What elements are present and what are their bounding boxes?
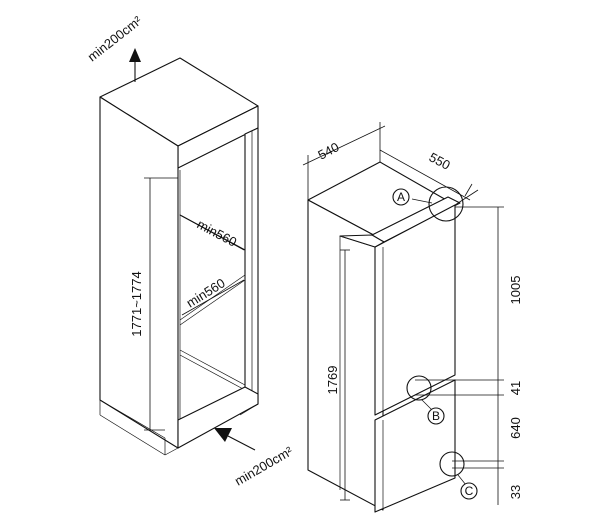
depth-dimension [379, 149, 479, 206]
bottom-label: 33 [508, 485, 523, 499]
callout-b-label: B [432, 409, 440, 423]
niche-cabinet [99, 57, 259, 456]
width-label: 540 [315, 139, 341, 162]
callout-b: B [406, 375, 445, 425]
niche-right-side [244, 127, 259, 412]
callout-c-label: C [465, 484, 474, 498]
appliance-door-top-edge [339, 234, 385, 248]
appliance-upper-door [374, 204, 456, 416]
depth-label: 550 [427, 149, 453, 172]
vent-bottom-label: min200cm² [232, 443, 296, 488]
callout-a: A [392, 186, 464, 222]
gap-label: 41 [508, 381, 523, 395]
total-height-label: 1769 [325, 366, 340, 395]
vent-top-arrow-icon [129, 48, 141, 82]
callout-a-label: A [397, 190, 405, 204]
lower-door-label: 640 [508, 417, 523, 439]
upper-door-label: 1005 [508, 276, 523, 305]
vent-bottom-arrow-icon [214, 428, 256, 451]
niche-depth-label: min560 [195, 216, 240, 249]
niche-depth-dimension [181, 215, 245, 251]
niche-plinth [177, 386, 259, 449]
total-height-dimension [340, 249, 350, 501]
right-vertical-dimensions [415, 206, 504, 505]
niche-height-dimension [144, 177, 178, 431]
appliance-body [307, 161, 461, 513]
callout-c: C [439, 451, 478, 500]
niche-width-dimension [181, 279, 245, 316]
width-dimension [302, 122, 386, 200]
niche-height-label: 1771~1774 [129, 271, 144, 336]
